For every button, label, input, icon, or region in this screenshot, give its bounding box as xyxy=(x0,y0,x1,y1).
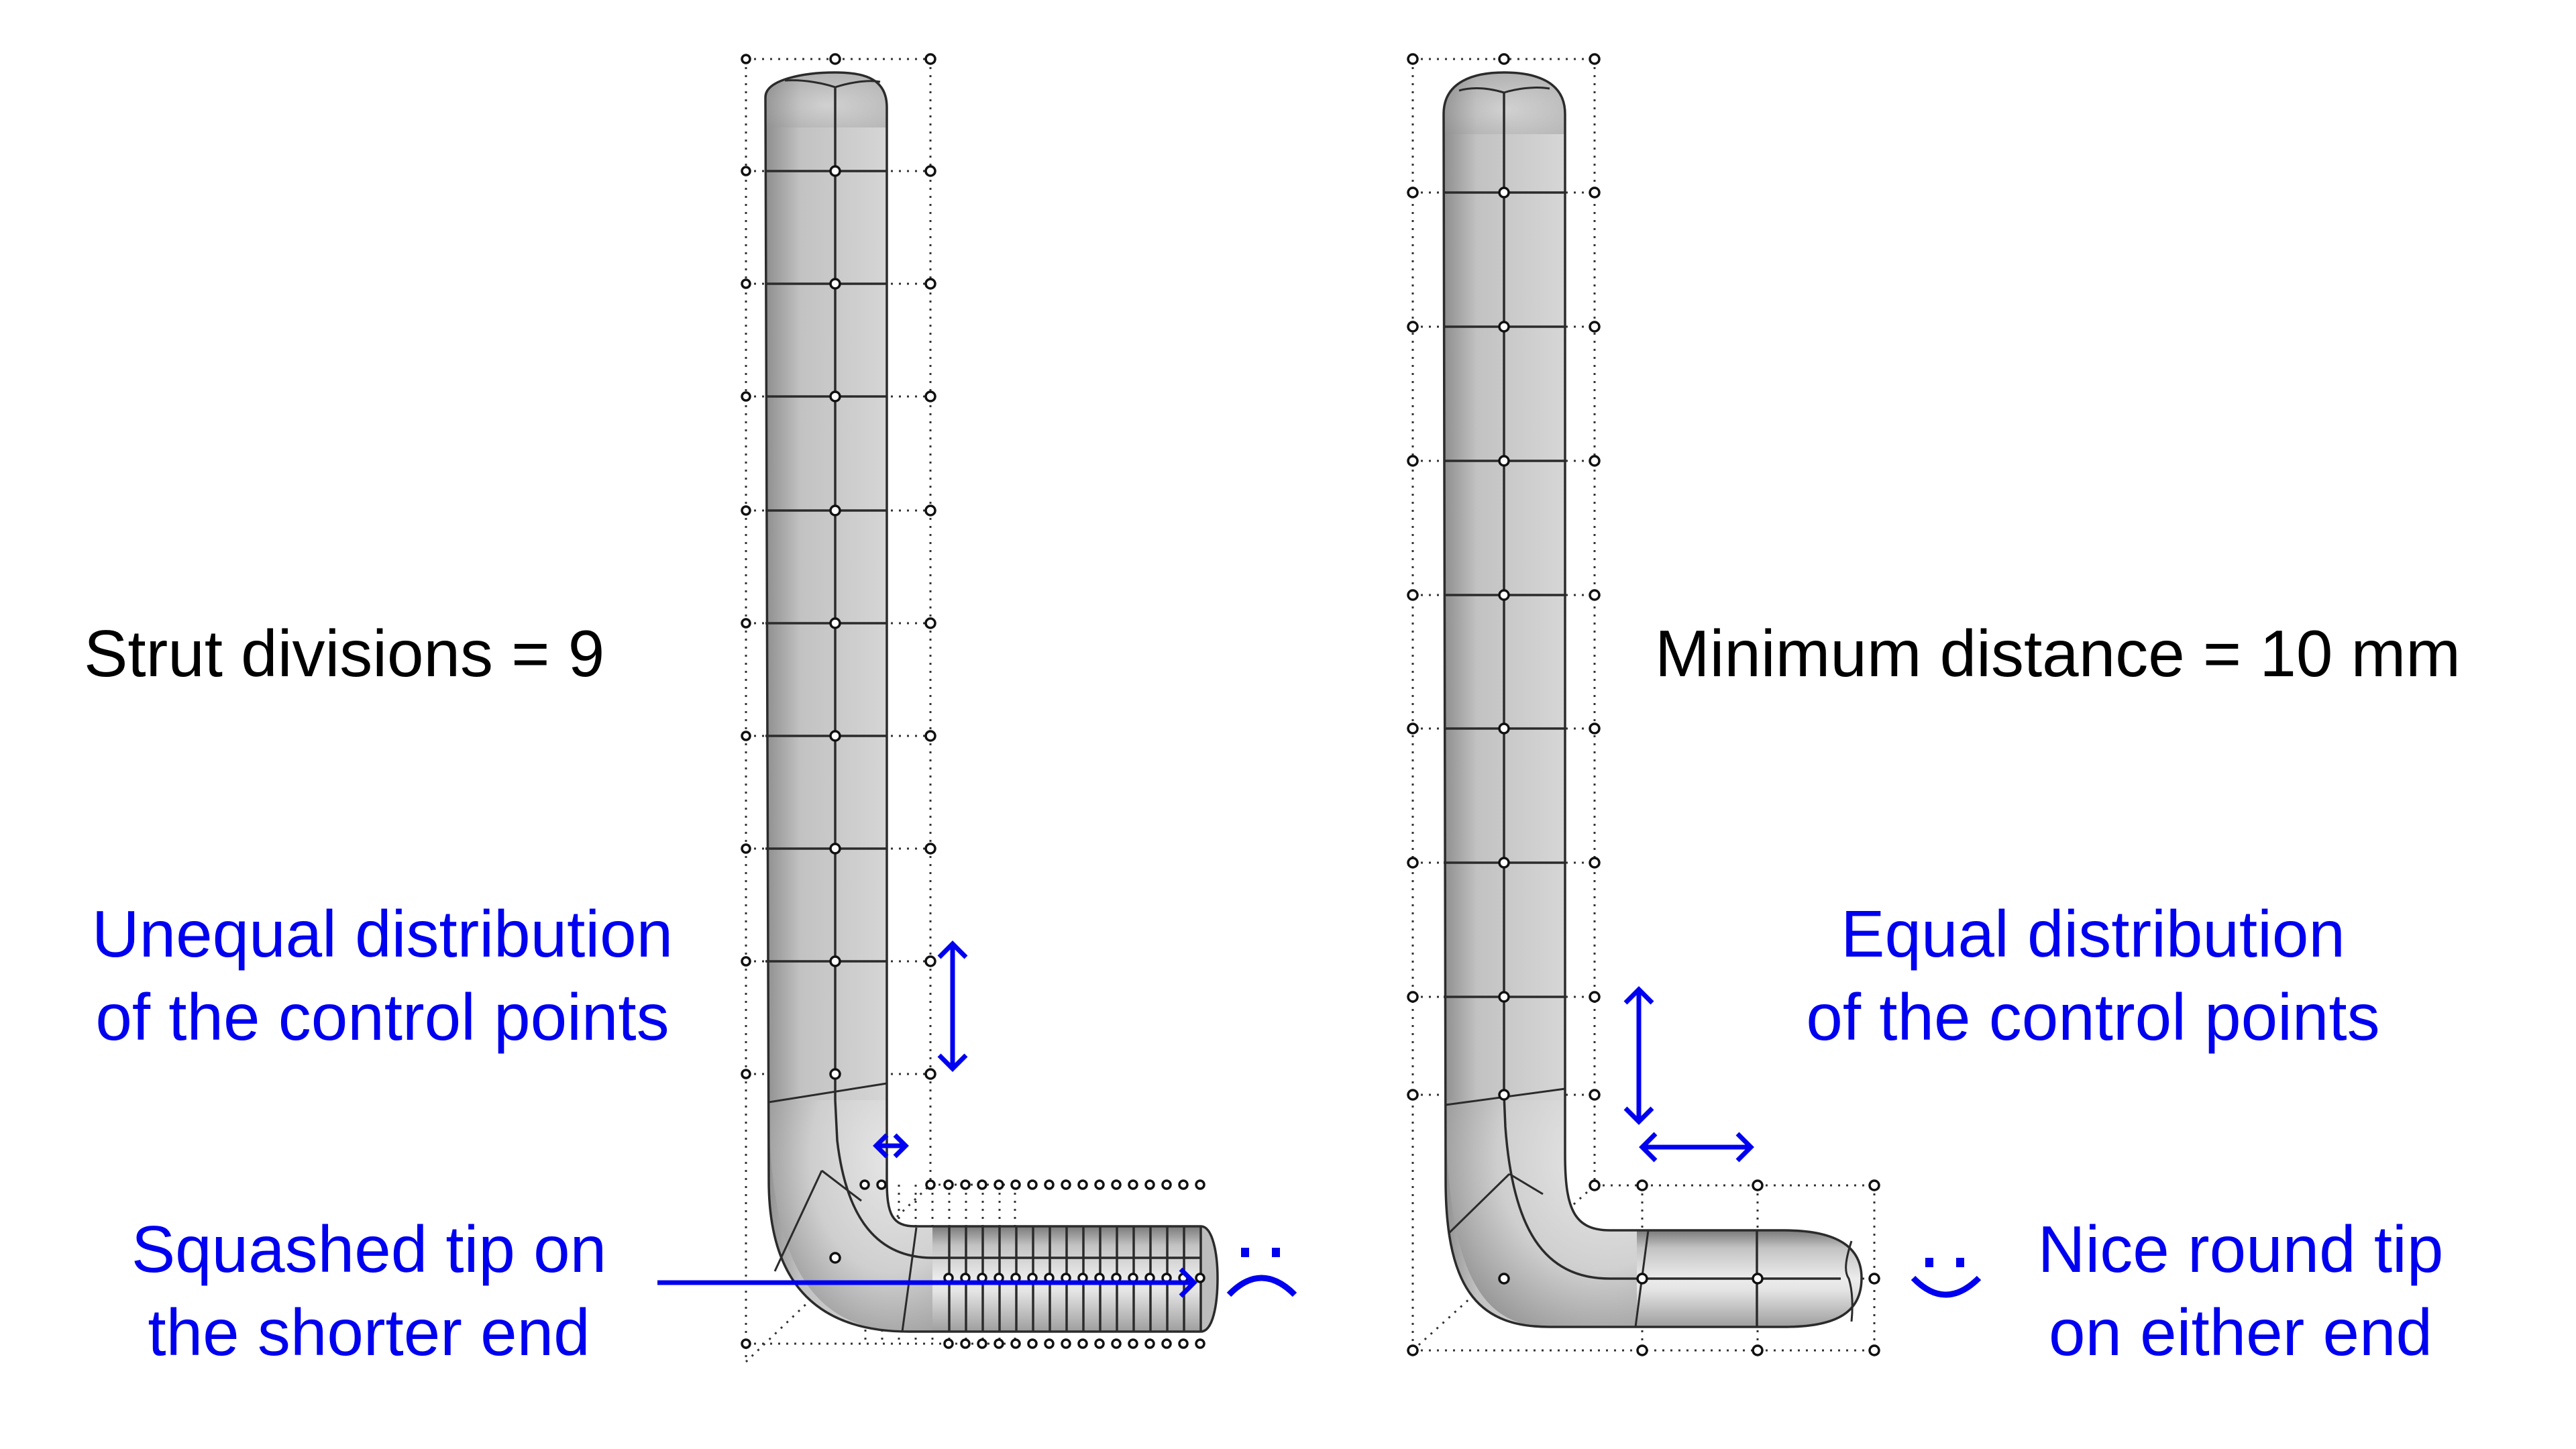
right-annotation-arrows xyxy=(1623,986,1754,1163)
vertical-double-arrow-icon xyxy=(937,941,968,1072)
vertical-double-arrow-icon xyxy=(1623,986,1654,1125)
equal-distribution-callout: Equal distribution of the control points xyxy=(1744,892,2442,1059)
left-annotation-arrows xyxy=(657,941,1197,1298)
callout-line-2: the shorter end xyxy=(148,1295,590,1369)
callout-line-2: of the control points xyxy=(95,980,669,1054)
pointer-arrow-icon xyxy=(657,1267,1197,1298)
squashed-tip-callout: Squashed tip on the shorter end xyxy=(67,1208,671,1374)
frown-face-icon xyxy=(1226,1248,1297,1297)
callout-line-2: of the control points xyxy=(1806,980,2380,1054)
smile-face-icon xyxy=(1911,1258,1982,1298)
right-control-points xyxy=(1407,53,1880,1356)
horizontal-double-arrow-icon xyxy=(873,1133,909,1159)
callout-line-2: on either end xyxy=(2048,1295,2433,1369)
left-strut xyxy=(657,53,1219,1363)
left-mesh-lines xyxy=(764,71,1219,1333)
strut-divisions-label: Strut divisions = 9 xyxy=(84,616,605,690)
callout-line-1: Unequal distribution xyxy=(91,897,674,971)
minimum-distance-label: Minimum distance = 10 mm xyxy=(1655,616,2461,690)
horizontal-double-arrow-icon xyxy=(1639,1132,1754,1163)
callout-line-1: Nice round tip xyxy=(2037,1212,2444,1286)
round-tip-callout: Nice round tip on either end xyxy=(1972,1208,2509,1374)
unequal-distribution-callout: Unequal distribution of the control poin… xyxy=(54,892,711,1059)
right-strut xyxy=(1407,53,1880,1356)
callout-line-1: Squashed tip on xyxy=(131,1212,607,1286)
callout-line-1: Equal distribution xyxy=(1841,897,2345,971)
left-control-points xyxy=(741,53,1205,1349)
left-surface xyxy=(765,72,1218,1332)
